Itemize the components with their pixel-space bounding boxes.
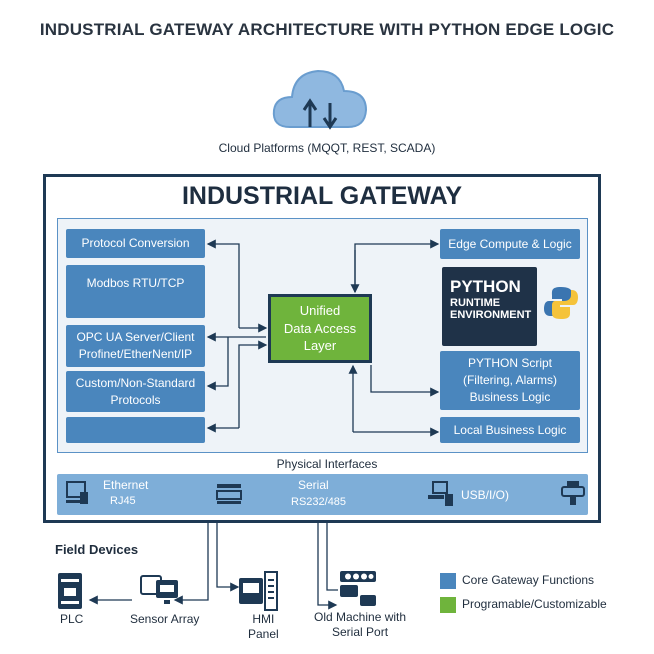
legend-label-programmable: Programable/Customizable bbox=[462, 597, 607, 611]
usb-plug-icon bbox=[561, 481, 585, 505]
unified-data-access-layer: Unified Data Access Layer bbox=[268, 294, 372, 363]
field-devices-title: Field Devices bbox=[55, 542, 139, 557]
page-title: INDUSTRIAL GATEWAY ARCHITECTURE WITH PYT… bbox=[39, 20, 615, 39]
local-business-logic-box: Local Business Logic bbox=[440, 417, 580, 443]
opc-profinet-box: OPC UA Server/Client Profinet/EtherNent/… bbox=[66, 325, 205, 367]
protocol-conversion-box: Protocol Conversion bbox=[66, 229, 205, 258]
python-runtime-sub2: ENVIRONMENT bbox=[450, 309, 532, 321]
legend-label-core: Core Gateway Functions bbox=[462, 573, 595, 587]
python-runtime-box: PYTHON RUNTIME ENVIRONMENT bbox=[442, 267, 537, 346]
usb-device-icon bbox=[428, 481, 453, 506]
device-label-old-machine: Old Machine with Serial Port bbox=[314, 610, 407, 639]
usb-label: USB/I/O) bbox=[461, 488, 510, 502]
serial-sub: RS232/485 bbox=[291, 496, 347, 508]
gateway-title: INDUSTRIAL GATEWAY bbox=[181, 182, 463, 210]
serial-label: Serial bbox=[298, 478, 329, 492]
edge-compute-box: Edge Compute & Logic bbox=[440, 229, 580, 259]
old-machine-icon bbox=[340, 571, 376, 606]
device-label-hmi: HMI Panel bbox=[248, 612, 279, 641]
physical-interfaces-label: Physical Interfaces bbox=[276, 457, 378, 471]
modbus-box: Modbos RTU/TCP bbox=[66, 265, 205, 318]
hmi-panel-icon bbox=[239, 571, 278, 611]
ethernet-label: Ethernet bbox=[103, 478, 149, 492]
python-logo-icon bbox=[544, 287, 578, 319]
empty-box bbox=[66, 417, 205, 443]
ethernet-sub: RJ45 bbox=[110, 495, 136, 507]
legend-swatch-core bbox=[440, 573, 456, 589]
device-label-sensor-array: Sensor Array bbox=[130, 612, 200, 626]
python-runtime-title: PYTHON bbox=[450, 277, 521, 296]
cloud-sync-icon bbox=[272, 69, 368, 130]
physical-interfaces-bar bbox=[57, 474, 588, 515]
cloud-platforms-label: Cloud Platforms (MQQT, REST, SCADA) bbox=[218, 141, 436, 155]
python-runtime-sub1: RUNTIME bbox=[450, 297, 501, 309]
serial-connector-icon bbox=[216, 484, 242, 504]
legend-swatch-programmable bbox=[440, 597, 456, 613]
custom-protocols-box: Custom/Non-Standard Protocols bbox=[66, 371, 205, 412]
plc-icon bbox=[58, 573, 82, 609]
sensor-array-icon bbox=[140, 575, 178, 604]
device-label-plc: PLC bbox=[60, 612, 84, 626]
ethernet-port-icon bbox=[66, 481, 88, 504]
python-script-box: PYTHON Script (Filtering, Alarms) Busine… bbox=[440, 351, 580, 410]
